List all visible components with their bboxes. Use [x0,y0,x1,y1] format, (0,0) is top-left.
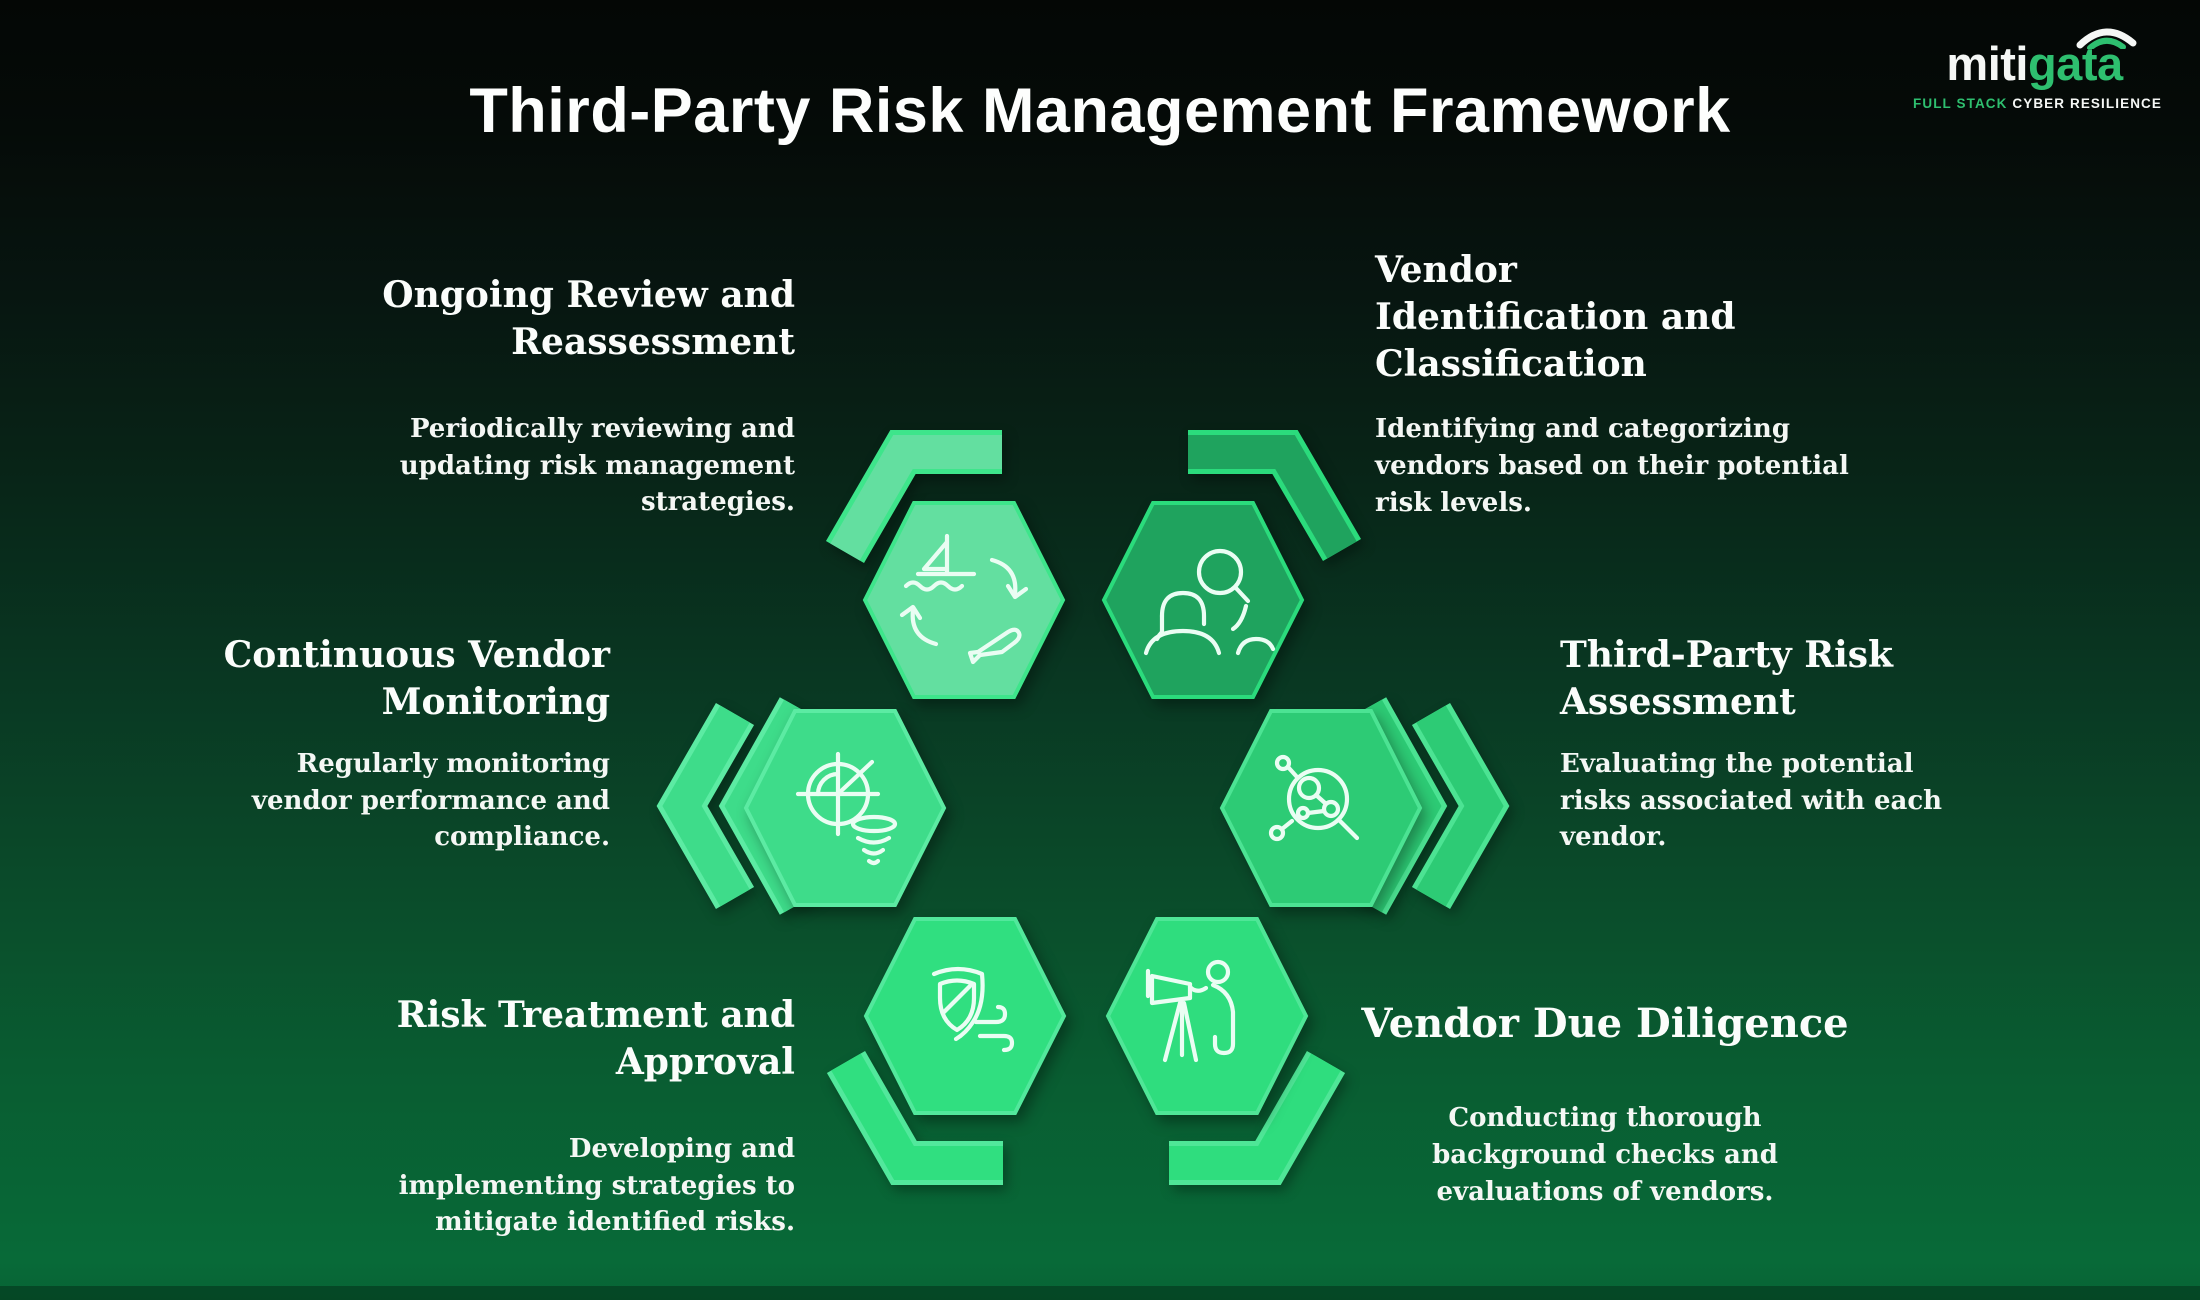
hexagon-risk-assessment [1219,709,1423,907]
brand-name-green: gata [2027,37,2123,90]
step-vendor-identification: Vendor Identification and Classification… [1375,247,1915,522]
tagline-white: CYBER RESILIENCE [2012,96,2162,111]
hexagon-cycle-diagram [656,430,1510,1185]
step-description: Developing and implementing strategies t… [398,1133,795,1238]
step-title: Continuous Vendor Monitoring [223,634,610,723]
chevron-top-right [1188,430,1362,562]
brand-logo: mitigata FULL STACK CYBER RESILIENCE [1913,28,2162,111]
tagline-green: FULL STACK [1913,96,2008,111]
step-description: Identifying and categorizing vendors bas… [1375,414,1849,519]
step-title: Risk Treatment and Approval [396,994,795,1083]
step-continuous-monitoring: Continuous Vendor Monitoring Regularly m… [170,632,610,856]
chevron-right-outer [1411,703,1510,909]
hexagon-due-diligence [1105,917,1309,1115]
step-ongoing-review: Ongoing Review and Reassessment Periodic… [335,272,795,521]
brand-name-white: miti [1946,37,2028,90]
hexagon-risk-treatment [863,917,1067,1115]
step-description: Evaluating the potential risks associate… [1560,748,1943,853]
chevron-bottom-right [1169,1051,1346,1185]
step-description: Periodically reviewing and updating risk… [399,413,795,518]
step-title: Ongoing Review and Reassessment [382,274,795,363]
page-title: Third-Party Risk Management Framework [469,76,1731,146]
radar-tornado-icon [795,751,898,866]
step-risk-treatment: Risk Treatment and Approval Developing a… [335,992,795,1241]
step-risk-assessment: Third-Party Risk Assessment Evaluating t… [1560,632,2030,856]
chevron-top-left [825,430,1002,564]
hexagon-ongoing-review [862,501,1066,699]
hexagon-vendor-identification [1101,501,1305,699]
step-description: Conducting thorough background checks an… [1432,1103,1778,1207]
chevron-left-outer [656,703,755,909]
hexagon-continuous-monitoring [743,709,947,907]
bottom-edge-shade [0,1286,2200,1300]
signal-arc-icon [2076,28,2137,49]
person-search-icon [1143,548,1276,656]
step-vendor-due-diligence: Vendor Due Diligence Conducting thorough… [1345,998,1865,1211]
chevron-bottom-left [826,1051,1003,1185]
step-title: Vendor Due Diligence [1361,1000,1849,1047]
step-title: Vendor Identification and Classification [1375,249,1736,385]
molecule-magnifier-icon [1268,754,1360,842]
brand-wordmark: mitigata [1946,28,2137,90]
telescope-observer-icon [1145,959,1236,1063]
shield-wind-icon [931,966,1015,1053]
step-description: Regularly monitoring vendor performance … [251,748,610,853]
step-title: Third-Party Risk Assessment [1560,634,1893,723]
brand-tagline: FULL STACK CYBER RESILIENCE [1913,96,2162,111]
transport-cycle-icon [899,533,1029,665]
